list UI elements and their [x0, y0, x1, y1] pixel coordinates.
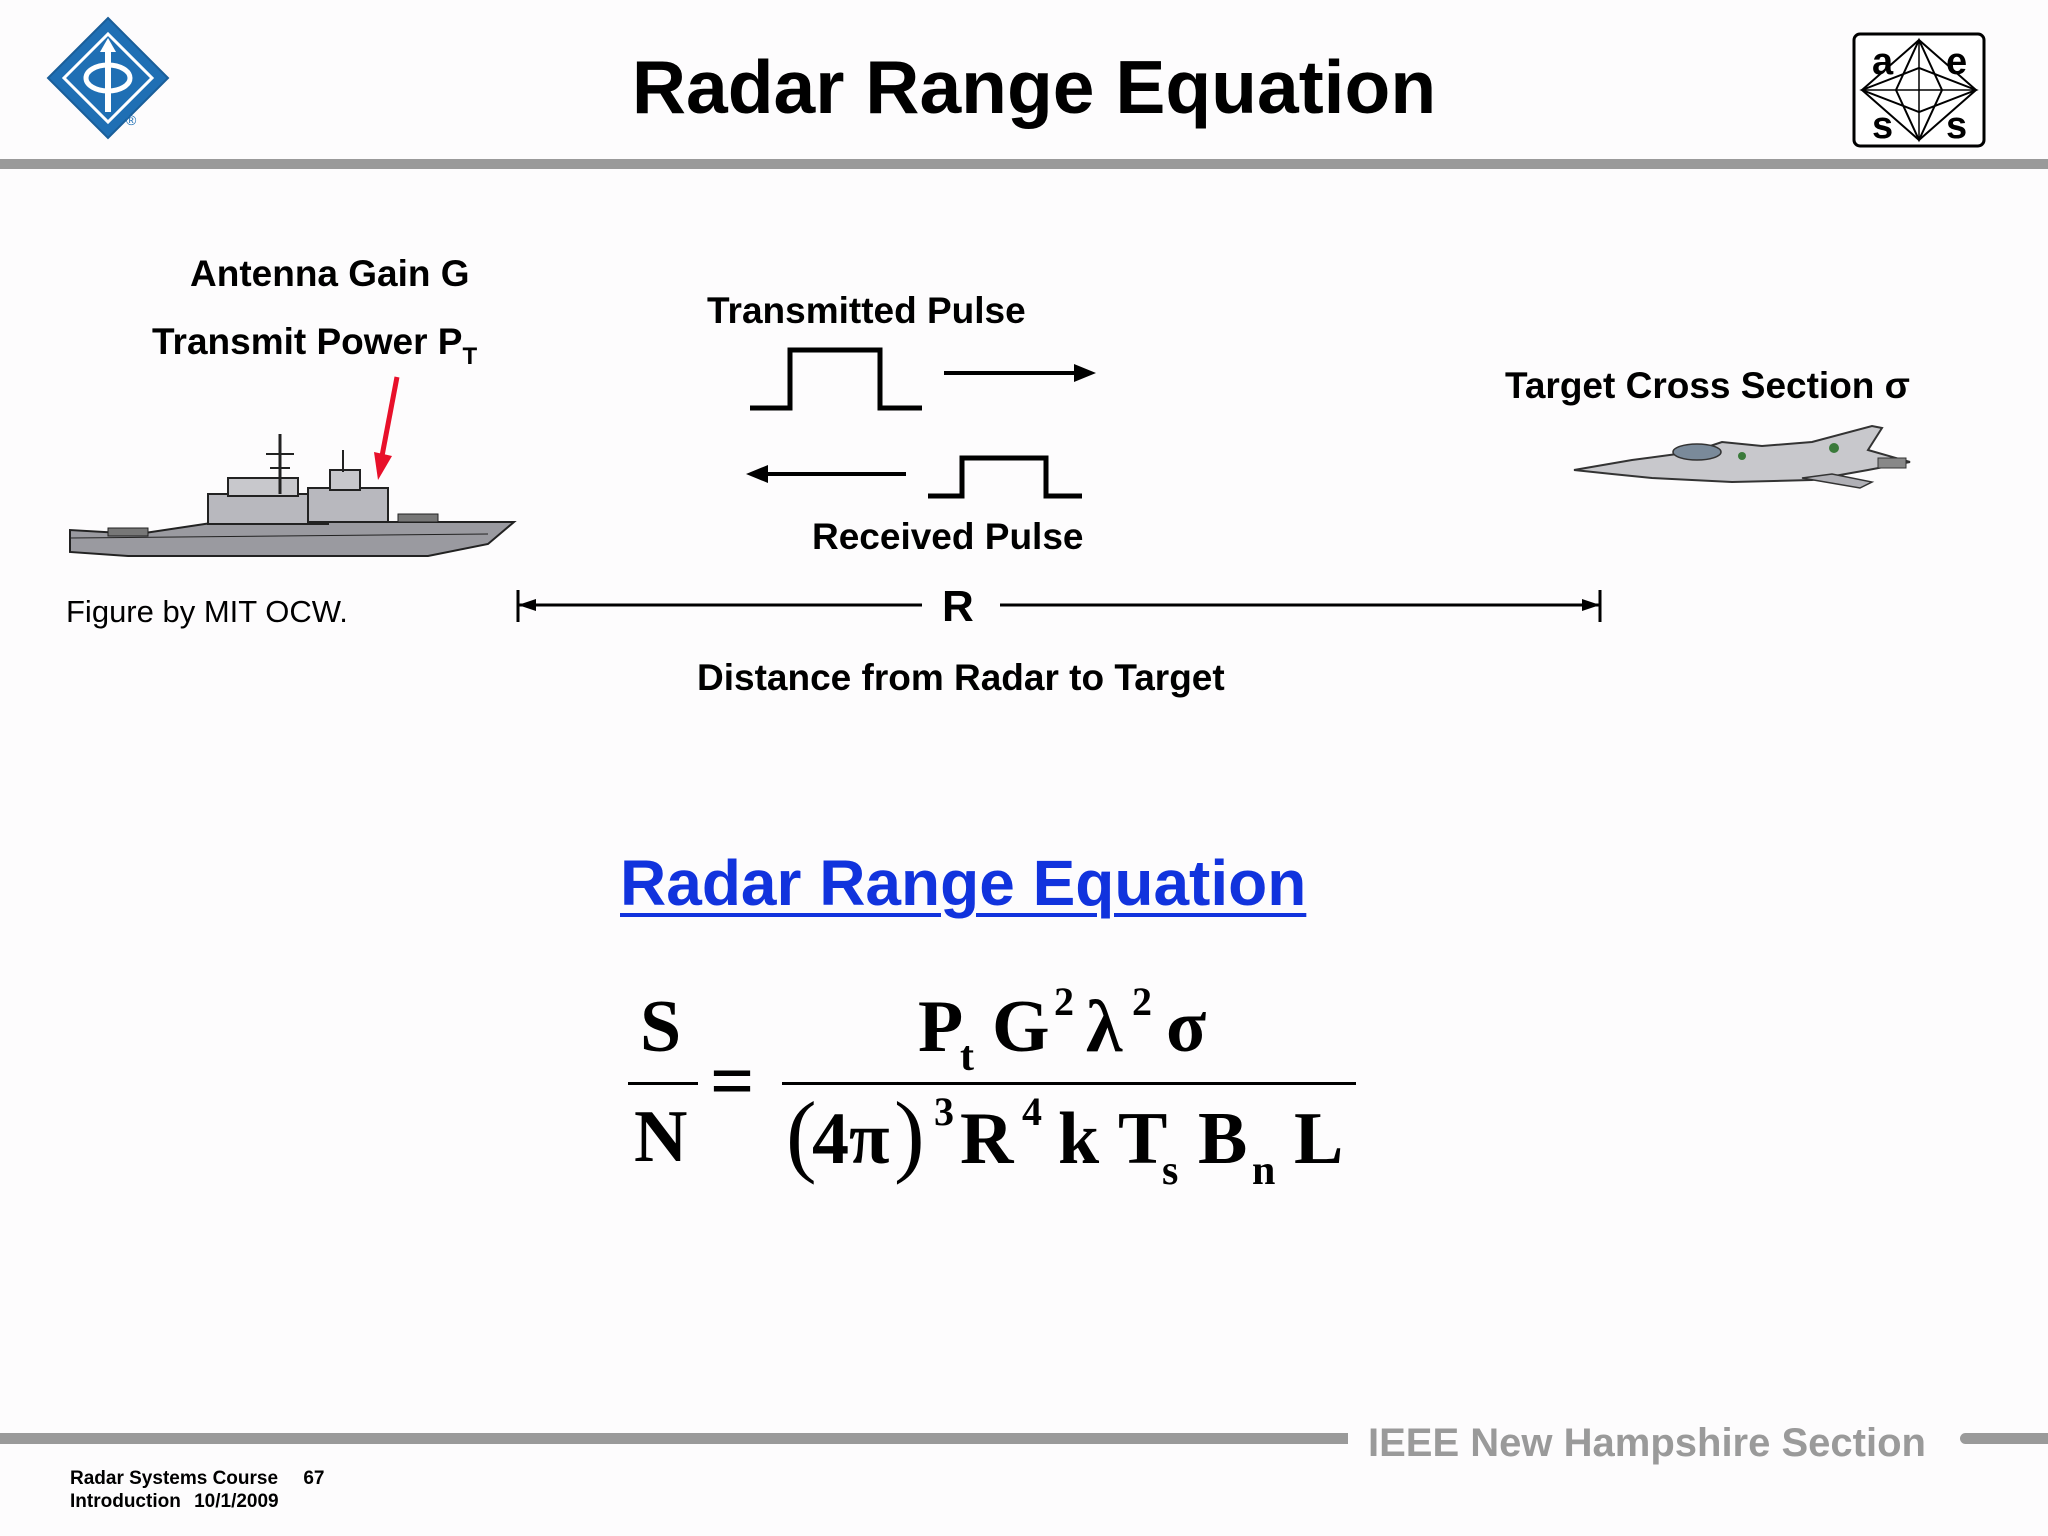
rhs-fraction-bar — [782, 1082, 1356, 1085]
page-title: Radar Range Equation — [631, 45, 1437, 129]
radar-range-equation: S N = P t G 2 λ 2 σ ( 4π ) 3 R 4 k T s B… — [600, 980, 1380, 1200]
antenna-gain-label: Antenna Gain G — [190, 253, 470, 294]
den-k: k — [1058, 1098, 1100, 1180]
registered-mark: ® — [126, 112, 137, 128]
ship-icon — [69, 434, 517, 557]
den-L: L — [1294, 1098, 1344, 1180]
den-n-subscript: n — [1252, 1148, 1276, 1194]
lhs-fraction-bar — [628, 1082, 698, 1085]
range-dimension-line — [516, 590, 1602, 622]
den-four-pi: 4π — [812, 1098, 890, 1180]
ieee-diamond-icon — [46, 16, 170, 140]
header-divider — [0, 159, 2048, 169]
footer-divider-right — [1960, 1433, 2048, 1444]
transmit-power-text: Transmit Power P — [152, 321, 463, 362]
num-P: P — [918, 986, 964, 1068]
footer-page-number: 67 — [303, 1468, 325, 1489]
range-symbol: R — [942, 582, 974, 631]
footer-course-line: Radar Systems Course 67 — [70, 1468, 324, 1490]
svg-text:s: s — [1872, 105, 1893, 147]
den-pi-exponent: 3 — [934, 1089, 954, 1134]
target-cross-section-label: Target Cross Section σ — [1505, 365, 1910, 406]
footer-date: 10/1/2009 — [194, 1491, 279, 1512]
transmit-power-subscript: T — [462, 343, 478, 370]
range-caption: Distance from Radar to Target — [697, 657, 1225, 698]
lhs-numerator: S — [640, 986, 682, 1068]
den-open-paren: ( — [786, 1083, 817, 1185]
equation-heading[interactable]: Radar Range Equation — [620, 847, 1307, 919]
transmit-power-label: Transmit Power PT — [152, 320, 477, 379]
lhs-denominator: N — [634, 1096, 688, 1178]
num-lambda: λ — [1086, 986, 1123, 1068]
num-sigma: σ — [1166, 986, 1207, 1068]
num-lambda-exponent: 2 — [1132, 979, 1152, 1024]
fighter-jet-icon — [1573, 424, 1911, 489]
aess-logo: a e s s — [1852, 32, 1986, 148]
num-t-subscript: t — [960, 1034, 974, 1080]
svg-text:e: e — [1946, 41, 1967, 83]
footer-section-line: Introduction 10/1/2009 — [70, 1491, 279, 1513]
transmitted-pulse-icon — [750, 347, 1096, 411]
num-G-exponent: 2 — [1054, 979, 1074, 1024]
svg-text:a: a — [1872, 41, 1894, 83]
figure-credit: Figure by MIT OCW. — [66, 594, 348, 629]
received-pulse-label: Received Pulse — [812, 516, 1084, 557]
den-T: T — [1118, 1098, 1168, 1180]
aess-logo-icon: a e s s — [1852, 32, 1986, 148]
svg-text:s: s — [1946, 105, 1967, 147]
footer-divider-left — [0, 1433, 1348, 1444]
received-pulse-icon — [746, 455, 1082, 499]
transmitted-pulse-label: Transmitted Pulse — [707, 290, 1026, 331]
footer-section: Introduction — [70, 1491, 181, 1512]
den-close-paren: ) — [894, 1083, 925, 1185]
ieee-logo: ® — [46, 16, 170, 140]
den-R-exponent: 4 — [1022, 1089, 1042, 1134]
equals-sign: = — [710, 1037, 755, 1124]
num-G: G — [992, 986, 1050, 1068]
footer-course: Radar Systems Course — [70, 1468, 279, 1489]
den-s-subscript: s — [1162, 1148, 1179, 1194]
red-arrow-icon — [374, 376, 400, 480]
footer-organization: IEEE New Hampshire Section — [1368, 1421, 1926, 1465]
den-R: R — [960, 1098, 1014, 1180]
den-B: B — [1198, 1098, 1248, 1180]
